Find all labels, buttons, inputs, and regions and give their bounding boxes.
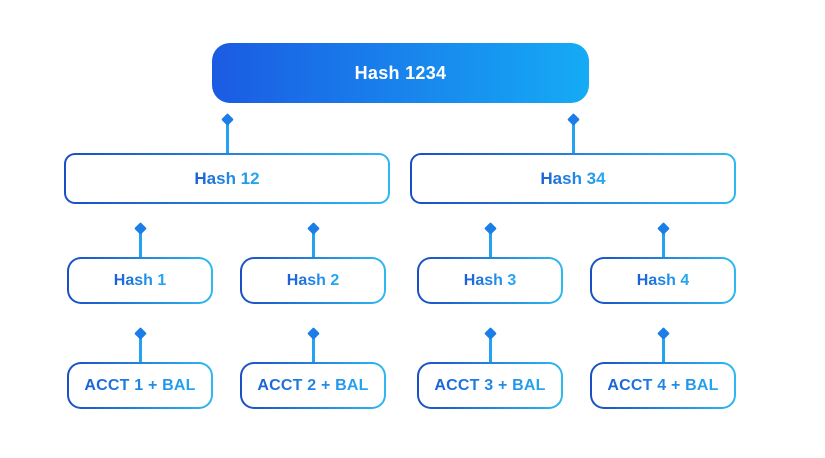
connector-hash-2-to-acct-2 <box>306 326 320 362</box>
connector-hash-4-to-acct-4 <box>656 326 670 362</box>
node-hash-2: Hash 2 <box>240 257 386 304</box>
node-acct-3-bal: ACCT 3 + BAL <box>417 362 563 409</box>
connector-root-to-hash-34 <box>566 112 580 153</box>
connector-hash-12-to-hash-1 <box>133 221 147 257</box>
node-label: Hash 1234 <box>354 62 447 83</box>
node-label: ACCT 1 + BAL <box>84 376 196 394</box>
diamond-icon <box>306 221 320 235</box>
node-label: Hash 2 <box>286 271 340 289</box>
node-label: Hash 3 <box>463 271 517 289</box>
node-hash-4: Hash 4 <box>590 257 736 304</box>
connector-hash-1-to-acct-1 <box>133 326 147 362</box>
diamond-icon <box>656 221 670 235</box>
node-acct-1-bal: ACCT 1 + BAL <box>67 362 213 409</box>
node-acct-4-bal: ACCT 4 + BAL <box>590 362 736 409</box>
node-label: Hash 1 <box>113 271 167 289</box>
diamond-icon <box>133 221 147 235</box>
node-hash-1: Hash 1 <box>67 257 213 304</box>
connector-root-to-hash-12 <box>220 112 234 153</box>
node-label: Hash 12 <box>194 168 260 188</box>
node-hash-12: Hash 12 <box>64 153 390 204</box>
node-label: Hash 34 <box>540 168 606 188</box>
connector-hash-34-to-hash-4 <box>656 221 670 257</box>
diamond-icon <box>566 112 580 126</box>
connector-hash-3-to-acct-3 <box>483 326 497 362</box>
node-hash-34: Hash 34 <box>410 153 736 204</box>
connector-hash-34-to-hash-3 <box>483 221 497 257</box>
node-label: Hash 4 <box>636 271 690 289</box>
diamond-icon <box>306 326 320 340</box>
node-label: ACCT 2 + BAL <box>257 376 369 394</box>
diamond-icon <box>133 326 147 340</box>
node-label: ACCT 4 + BAL <box>607 376 719 394</box>
diamond-icon <box>483 326 497 340</box>
diamond-icon <box>220 112 234 126</box>
diamond-icon <box>483 221 497 235</box>
node-root-hash-1234: Hash 1234 <box>212 43 589 103</box>
connector-hash-12-to-hash-2 <box>306 221 320 257</box>
node-acct-2-bal: ACCT 2 + BAL <box>240 362 386 409</box>
diamond-icon <box>656 326 670 340</box>
node-label: ACCT 3 + BAL <box>434 376 546 394</box>
node-hash-3: Hash 3 <box>417 257 563 304</box>
